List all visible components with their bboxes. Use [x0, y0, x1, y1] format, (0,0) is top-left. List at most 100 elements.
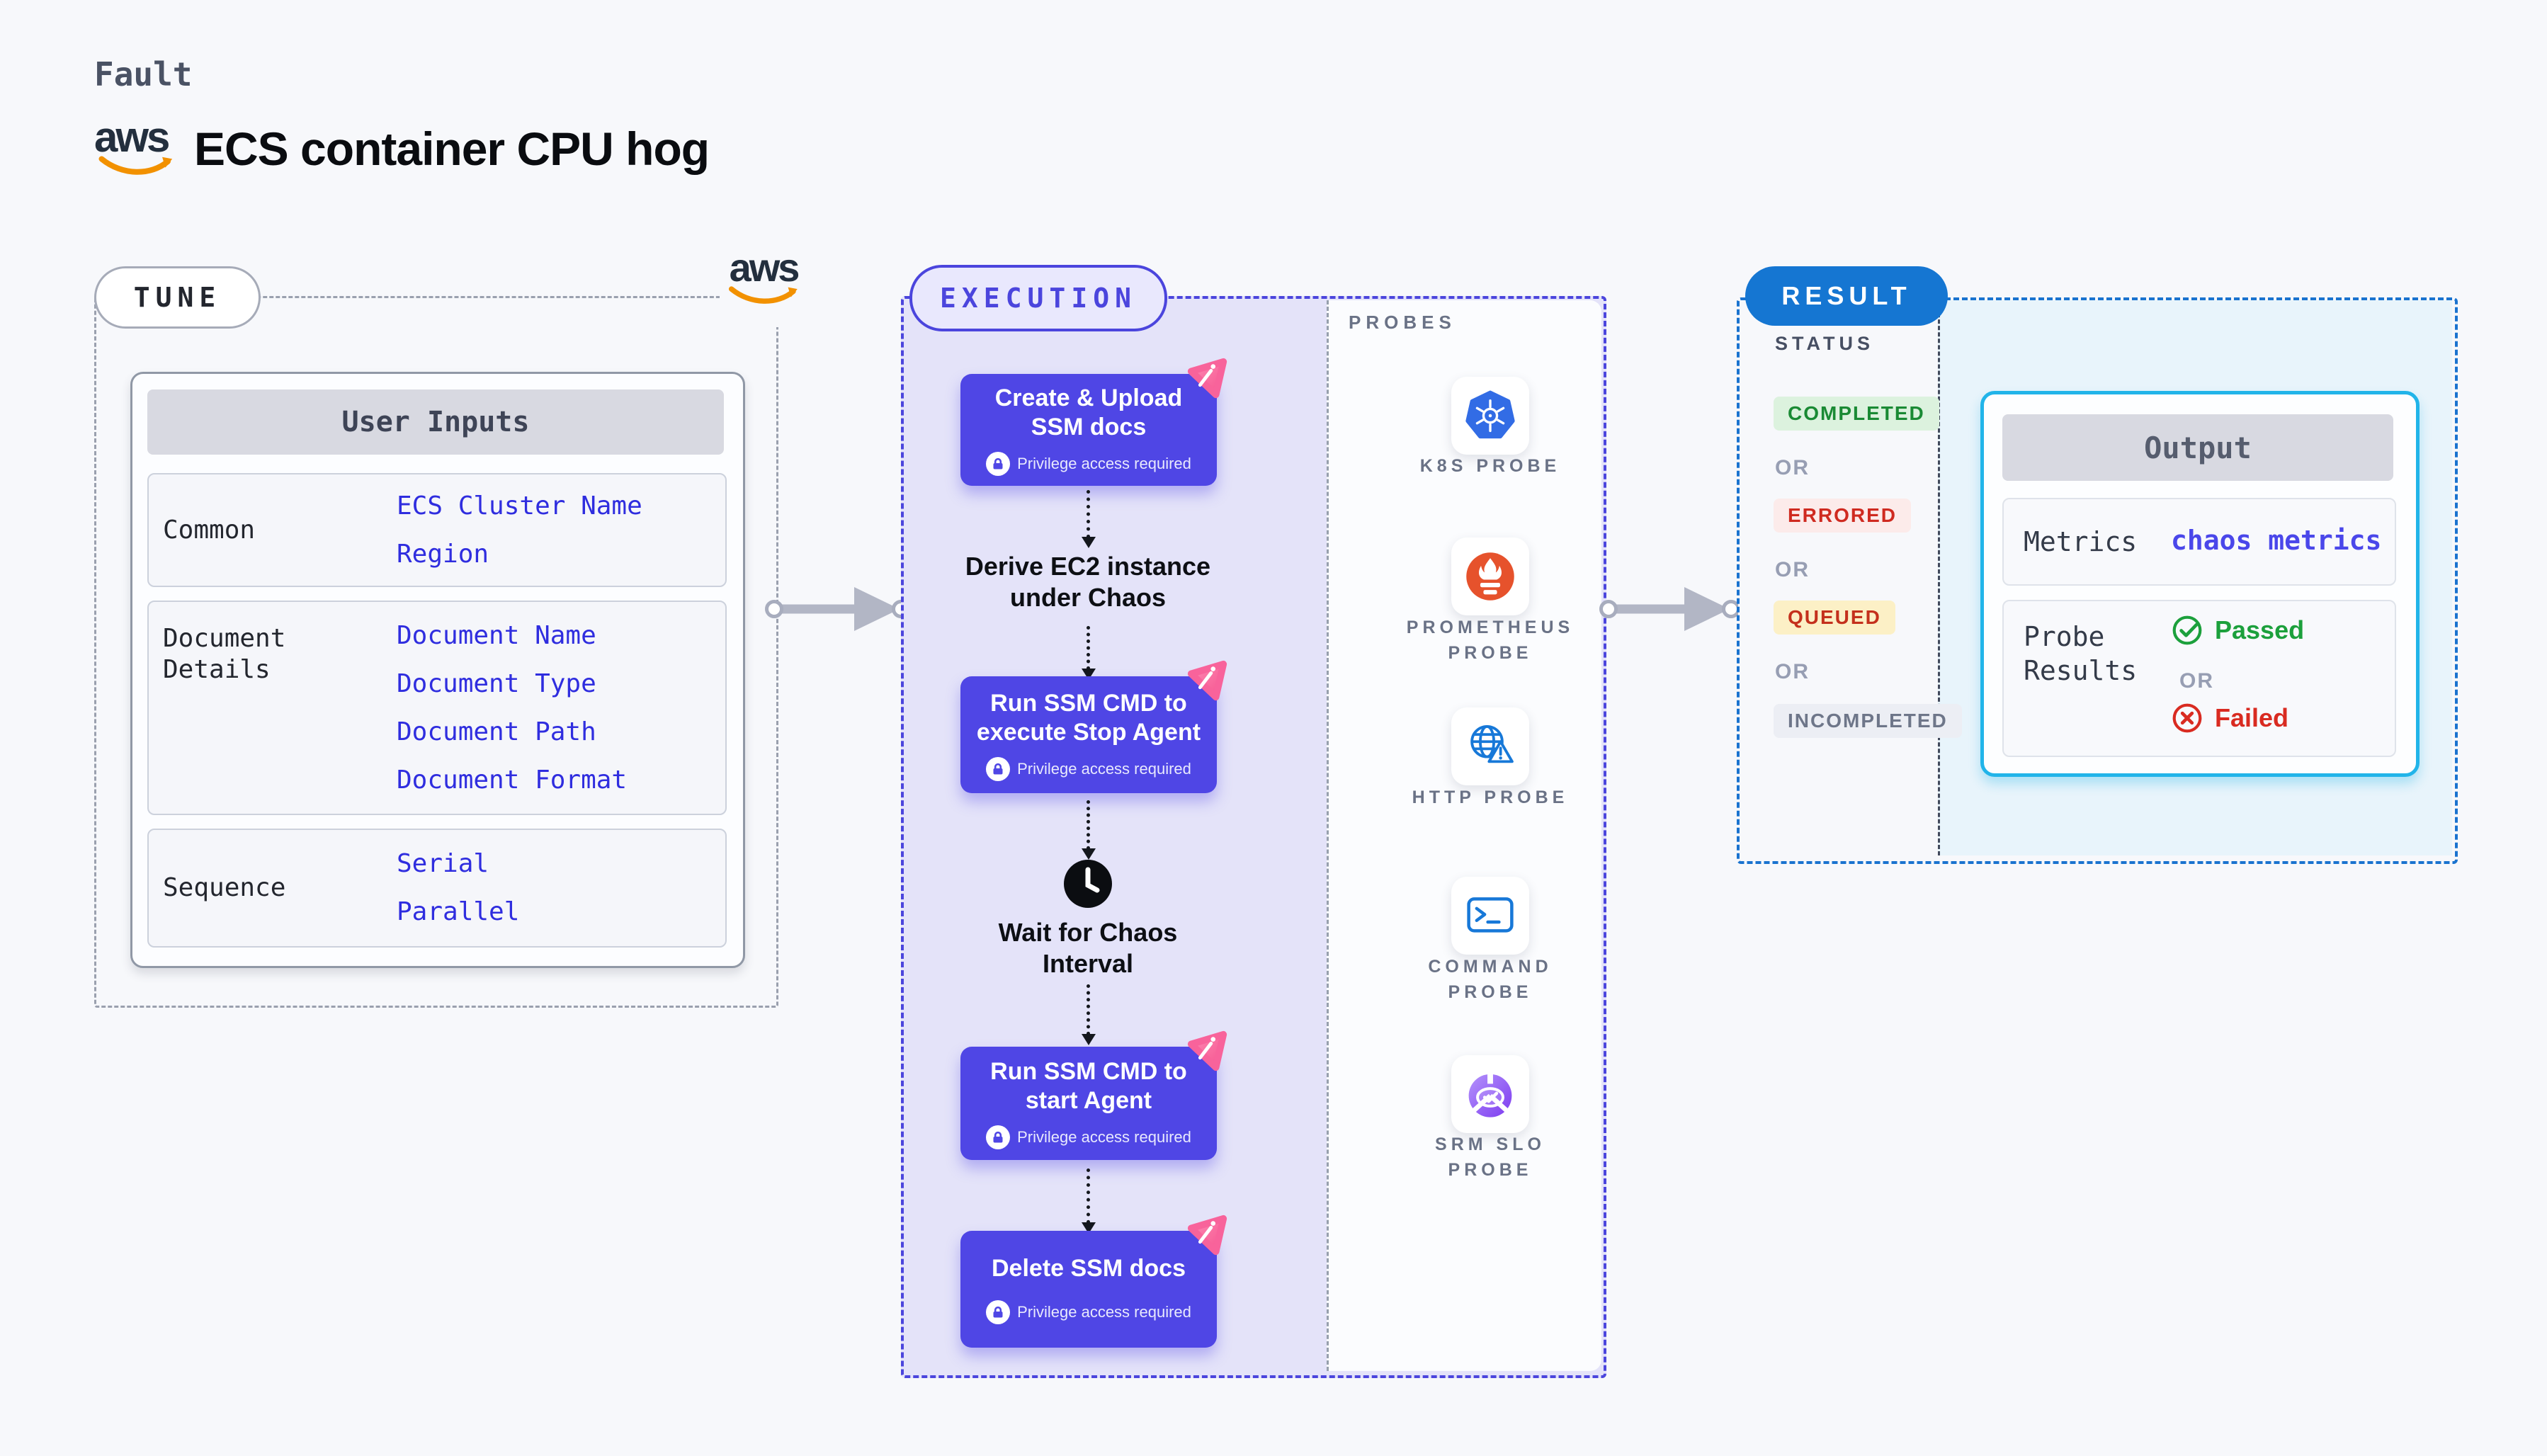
input-link[interactable]: ECS Cluster Name — [397, 491, 642, 521]
probe-label-srm-slo: SRM SLO PROBE — [1435, 1134, 1545, 1180]
lock-icon — [986, 1125, 1011, 1149]
step-title: Delete SSM docs — [992, 1255, 1186, 1282]
probe-label-http: HTTP PROBE — [1412, 787, 1569, 807]
privilege-note: Privilege access required — [986, 1125, 1191, 1149]
input-link[interactable]: Document Name — [397, 620, 596, 650]
metrics-row: Metrics chaos metrics — [2002, 498, 2396, 586]
user-inputs-card: User Inputs Common ECS Cluster Name Regi… — [130, 372, 745, 968]
terminal-icon — [1467, 897, 1514, 933]
probe-tile-srm-slo[interactable] — [1451, 1055, 1529, 1133]
result-section-pill: RESULT — [1745, 266, 1948, 326]
prometheus-icon — [1466, 552, 1514, 601]
probe-label-prometheus: PROMETHEUS PROBE — [1406, 618, 1575, 663]
row-values: Serial Parallel — [397, 830, 725, 946]
note-derive-ec2: Derive EC2 instance under Chaos — [965, 552, 1211, 612]
input-link[interactable]: Serial — [397, 849, 489, 878]
chaos-flag-icon — [1187, 358, 1227, 399]
status-or: OR — [1775, 558, 1810, 581]
probes-panel — [1327, 300, 1601, 1371]
output-card: Output Metrics chaos metrics Probe Resul… — [1980, 391, 2420, 777]
probe-result-or: OR — [2179, 669, 2214, 693]
page-title: ECS container CPU hog — [194, 123, 710, 175]
row-label: Sequence — [163, 873, 286, 902]
aws-logo-text: aws — [94, 113, 170, 161]
fault-kicker: Fault — [94, 55, 193, 93]
status-badge-errored: ERRORED — [1774, 499, 1912, 533]
input-link[interactable]: Document Type — [397, 669, 596, 698]
probe-result-failed: Failed — [2171, 702, 2288, 734]
chaos-flag-icon — [1187, 1030, 1227, 1071]
probe-tile-http[interactable] — [1451, 707, 1529, 785]
flow-connector — [1082, 1168, 1096, 1234]
input-link[interactable]: Document Path — [397, 717, 596, 746]
result-divider — [1938, 300, 1940, 855]
status-badge-incompleted: INCOMPLETED — [1774, 704, 1962, 738]
aws-smile-icon — [728, 286, 798, 304]
status-badge-queued: QUEUED — [1774, 601, 1895, 635]
flow-arrow-tune-to-execution — [765, 587, 907, 631]
user-inputs-header: User Inputs — [147, 389, 724, 455]
aws-logo-text: aws — [729, 245, 800, 290]
step-title: Run SSM CMD to execute Stop Agent — [976, 689, 1201, 746]
execution-section-box — [901, 296, 1606, 1378]
status-badge-completed: COMPLETED — [1774, 397, 1939, 431]
step-create-upload-ssm-docs[interactable]: Create & Upload SSM docs Privilege acces… — [960, 358, 1227, 486]
lock-icon — [986, 756, 1011, 781]
status-heading: STATUS — [1775, 333, 1874, 354]
flow-connector — [1082, 984, 1096, 1045]
lock-icon — [986, 452, 1011, 476]
flow-connector — [1082, 626, 1096, 680]
privilege-note: Privilege access required — [986, 1300, 1191, 1324]
tune-section-box — [94, 296, 778, 1008]
step-run-ssm-cmd-start-agent[interactable]: Run SSM CMD to start Agent Privilege acc… — [960, 1030, 1227, 1160]
srm-slo-icon — [1468, 1072, 1512, 1117]
probe-tile-command[interactable] — [1451, 877, 1529, 955]
probe-tile-k8s[interactable] — [1451, 377, 1529, 455]
probe-label-command: COMMAND PROBE — [1428, 957, 1553, 1002]
note-wait-chaos-interval: Wait for Chaos Interval — [998, 918, 1178, 978]
aws-logo-small: aws — [720, 245, 807, 327]
probe-label-k8s: K8S PROBE — [1419, 456, 1561, 476]
step-title: Run SSM CMD to start Agent — [990, 1058, 1187, 1114]
kubernetes-icon — [1465, 390, 1515, 439]
status-or: OR — [1775, 456, 1810, 479]
user-inputs-row-common: Common ECS Cluster Name Region — [147, 473, 727, 587]
probe-result-passed: Passed — [2171, 614, 2304, 647]
status-or: OR — [1775, 660, 1810, 683]
flow-connector — [1082, 800, 1096, 860]
aws-logo: aws — [94, 113, 179, 187]
probe-tile-prometheus[interactable] — [1451, 538, 1529, 615]
x-circle-icon — [2172, 703, 2202, 733]
input-link[interactable]: Document Format — [397, 765, 628, 795]
flow-arrow-execution-to-result — [1599, 587, 1738, 631]
chaos-flag-icon — [1187, 1215, 1227, 1256]
probes-heading: PROBES — [1349, 312, 1456, 333]
clock-icon — [1064, 860, 1112, 908]
step-delete-ssm-docs[interactable]: Delete SSM docs Privilege access require… — [960, 1215, 1227, 1348]
tune-section-pill: TUNE — [94, 266, 261, 329]
metrics-value-link[interactable]: chaos metrics — [2171, 525, 2382, 556]
output-header: Output — [2002, 414, 2393, 481]
chaos-flag-icon — [1187, 660, 1227, 701]
probe-results-row: Probe Results Passed OR Failed — [2002, 600, 2396, 757]
execution-section-pill: EXECUTION — [909, 265, 1167, 331]
step-title: Create & Upload SSM docs — [994, 385, 1183, 440]
user-inputs-row-sequence: Sequence Serial Parallel — [147, 829, 727, 948]
flow-connector — [1082, 490, 1096, 548]
user-inputs-row-document-details: Document Details Document Name Document … — [147, 601, 727, 815]
row-label: Common — [163, 515, 256, 545]
check-circle-icon — [2172, 615, 2202, 645]
step-run-ssm-cmd-stop-agent[interactable]: Run SSM CMD to execute Stop Agent Privil… — [960, 660, 1227, 793]
aws-smile-icon — [98, 156, 173, 175]
probe-results-label: Probe Results — [2024, 621, 2138, 686]
privilege-note: Privilege access required — [986, 756, 1191, 781]
input-link[interactable]: Parallel — [397, 897, 520, 926]
row-values: ECS Cluster Name Region — [397, 474, 725, 586]
privilege-note: Privilege access required — [986, 452, 1191, 476]
row-values: Document Name Document Type Document Pat… — [397, 602, 725, 814]
http-globe-icon — [1470, 724, 1514, 763]
row-label: Document Details — [163, 624, 286, 684]
input-link[interactable]: Region — [397, 539, 489, 569]
metrics-label: Metrics — [2024, 526, 2138, 557]
